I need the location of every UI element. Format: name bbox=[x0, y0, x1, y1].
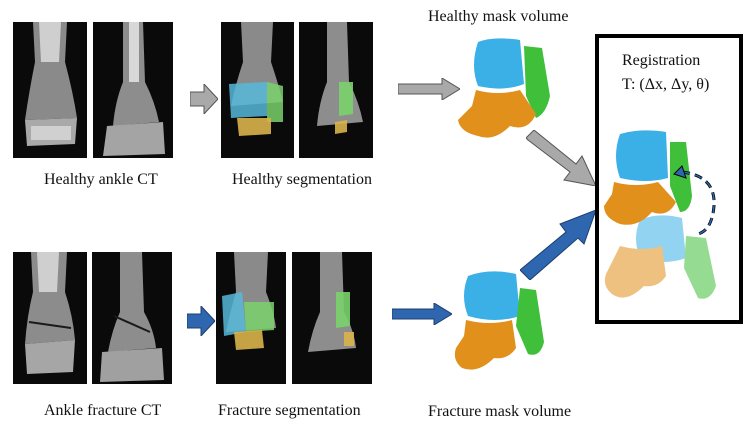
healthy-seg-label: Healthy segmentation bbox=[232, 171, 372, 188]
fracture-seg-coronal bbox=[216, 252, 286, 384]
blue-arrow-to-fracture-mask bbox=[392, 303, 452, 325]
healthy-mask-volume bbox=[458, 38, 550, 138]
gray-arrow-to-healthy-seg bbox=[190, 84, 218, 114]
fracture-ct-sagittal bbox=[92, 252, 172, 384]
healthy-ct-sagittal bbox=[93, 22, 173, 158]
healthy-mask-label: Healthy mask volume bbox=[428, 8, 569, 25]
fracture-seg-label: Fracture segmentation bbox=[218, 402, 361, 419]
blue-arrow-to-fracture-seg bbox=[187, 306, 215, 336]
healthy-seg-sagittal bbox=[299, 22, 373, 158]
healthy-ct-coronal bbox=[13, 22, 87, 158]
fracture-seg-sagittal bbox=[292, 252, 372, 384]
gray-arrow-to-registration bbox=[526, 130, 596, 186]
blue-arrow-to-registration bbox=[520, 210, 596, 280]
fracture-ct-label: Ankle fracture CT bbox=[44, 402, 162, 419]
healthy-ct-label: Healthy ankle CT bbox=[44, 171, 158, 188]
fracture-mask-volume bbox=[454, 271, 544, 370]
fracture-mask-label: Fracture mask volume bbox=[428, 403, 572, 420]
registration-overlay bbox=[604, 130, 716, 299]
registration-title: Registration bbox=[622, 52, 701, 69]
gray-arrow-to-healthy-mask bbox=[398, 78, 460, 100]
registration-box bbox=[595, 34, 743, 324]
registration-formula: T: (Δx, Δy, θ) bbox=[622, 76, 710, 93]
fracture-ct-coronal bbox=[13, 252, 87, 384]
healthy-seg-coronal bbox=[221, 22, 294, 158]
